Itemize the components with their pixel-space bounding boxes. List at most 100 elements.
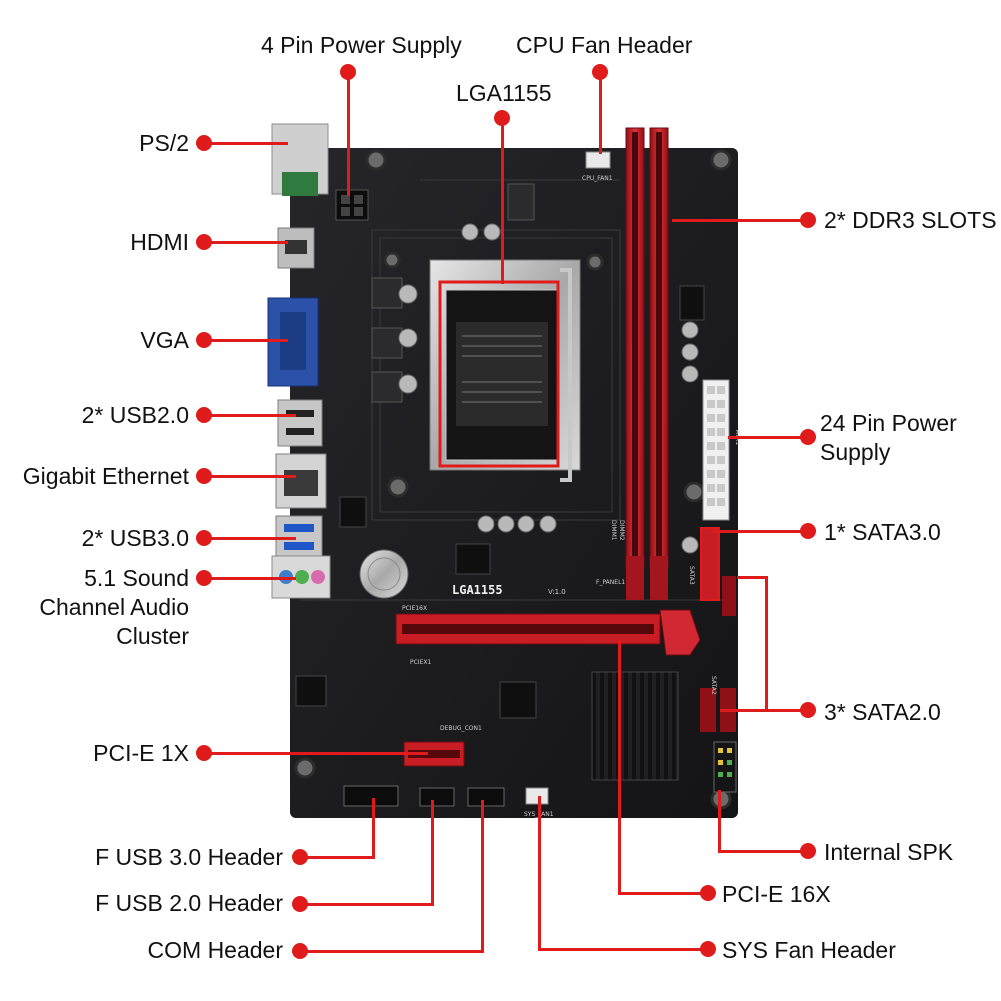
label-cpu-fan: CPU Fan Header (516, 32, 693, 58)
callout-dot (196, 135, 212, 151)
callout-dot (592, 64, 608, 80)
mount-hole (365, 149, 387, 171)
callout-line (538, 948, 706, 951)
label-ps2: PS/2 (139, 130, 189, 156)
callout-line (718, 850, 806, 853)
board-pcie16-text: PCIE16X (402, 605, 427, 612)
callout-line (300, 950, 484, 953)
callout-line (206, 142, 288, 145)
label-4pin-power: 4 Pin Power Supply (261, 32, 462, 58)
label-f-usb20: F USB 2.0 Header (95, 890, 283, 916)
callout-dot (196, 745, 212, 761)
callout-dot (196, 468, 212, 484)
board-chip-text: LGA1155 (452, 583, 503, 597)
label-sata3: 1* SATA3.0 (824, 519, 941, 545)
callout-line (206, 577, 296, 580)
callout-dot (494, 110, 510, 126)
f-usb20-header (419, 787, 455, 807)
callout-dot (700, 885, 716, 901)
f-usb30-header (343, 785, 399, 807)
label-sys-fan: SYS Fan Header (722, 937, 896, 963)
callout-line (347, 72, 350, 196)
callout-dot (196, 570, 212, 586)
callout-dot (800, 523, 816, 539)
cmos-battery (359, 549, 409, 599)
callout-line (206, 414, 296, 417)
board-version-text: V:1.0 (548, 588, 566, 596)
label-usb30: 2* USB3.0 (81, 525, 189, 551)
label-sata2: 3* SATA2.0 (824, 699, 941, 725)
callout-line (538, 796, 541, 951)
board-pcie1-text: PCIEX1 (410, 659, 431, 666)
callout-line (718, 790, 721, 852)
internal-spk-pins (713, 741, 737, 793)
atx24-connector (702, 379, 730, 521)
callout-line (206, 537, 296, 540)
sata2-port (722, 576, 736, 616)
cpu-socket-highlight (438, 280, 560, 468)
label-ddr3: 2* DDR3 SLOTS (824, 207, 997, 233)
label-ethernet: Gigabit Ethernet (22, 463, 189, 489)
sata3-port (700, 527, 720, 601)
label-pcie1x: PCI-E 1X (93, 740, 189, 766)
callout-dot (196, 530, 212, 546)
label-audio: 5.1 Sound Channel Audio Cluster (39, 565, 189, 649)
callout-line (672, 219, 806, 222)
mount-hole (387, 476, 409, 498)
sys-fan-connector (525, 787, 549, 805)
callout-line (372, 798, 375, 859)
board-satab-text: SATA2 (710, 676, 717, 695)
callout-dot (340, 64, 356, 80)
cpu-fan-connector (585, 151, 611, 169)
mount-hole (710, 149, 732, 171)
label-lga1155: LGA1155 (456, 80, 552, 106)
callout-line (431, 800, 434, 906)
mount-hole (383, 251, 401, 269)
com-header (467, 787, 505, 807)
callout-dot (700, 941, 716, 957)
callout-dot (800, 702, 816, 718)
callout-line (618, 892, 706, 895)
label-usb20: 2* USB2.0 (81, 402, 189, 428)
label-f-usb30: F USB 3.0 Header (95, 844, 283, 870)
callout-dot (292, 943, 308, 959)
callout-line (501, 118, 504, 284)
board-cpufan-text: CPU_FAN1 (582, 175, 613, 182)
label-pcie16x: PCI-E 16X (722, 881, 831, 907)
callout-line (713, 530, 806, 533)
callout-dot (196, 234, 212, 250)
callout-dot (292, 896, 308, 912)
callout-dot (196, 332, 212, 348)
board-dimm1-text: DIMM1 (610, 520, 617, 541)
callout-line (206, 241, 288, 244)
chipset-heatsink (591, 671, 679, 781)
callout-dot (800, 429, 816, 445)
callout-line (599, 72, 602, 154)
callout-line (737, 576, 767, 579)
mount-hole (586, 253, 604, 271)
label-24pin: 24 Pin Power Supply (820, 410, 957, 465)
callout-line (206, 475, 296, 478)
callout-dot (800, 212, 816, 228)
mount-hole (683, 481, 705, 503)
callout-line (300, 903, 434, 906)
callout-line (618, 640, 621, 895)
board-sataa-text: SATA3 (688, 566, 695, 585)
mount-hole (710, 788, 732, 810)
callout-line (765, 576, 768, 712)
label-hdmi: HDMI (130, 229, 189, 255)
callout-line (206, 752, 428, 755)
mount-hole (294, 757, 316, 779)
callout-line (720, 709, 806, 712)
callout-line (300, 856, 374, 859)
callout-line (481, 800, 484, 953)
four-pin-connector (335, 189, 369, 221)
sata2-port (700, 688, 716, 732)
callout-line (728, 436, 806, 439)
callout-dot (292, 849, 308, 865)
label-internal-spk: Internal SPK (824, 839, 954, 865)
callout-line (206, 339, 288, 342)
callout-dot (800, 843, 816, 859)
